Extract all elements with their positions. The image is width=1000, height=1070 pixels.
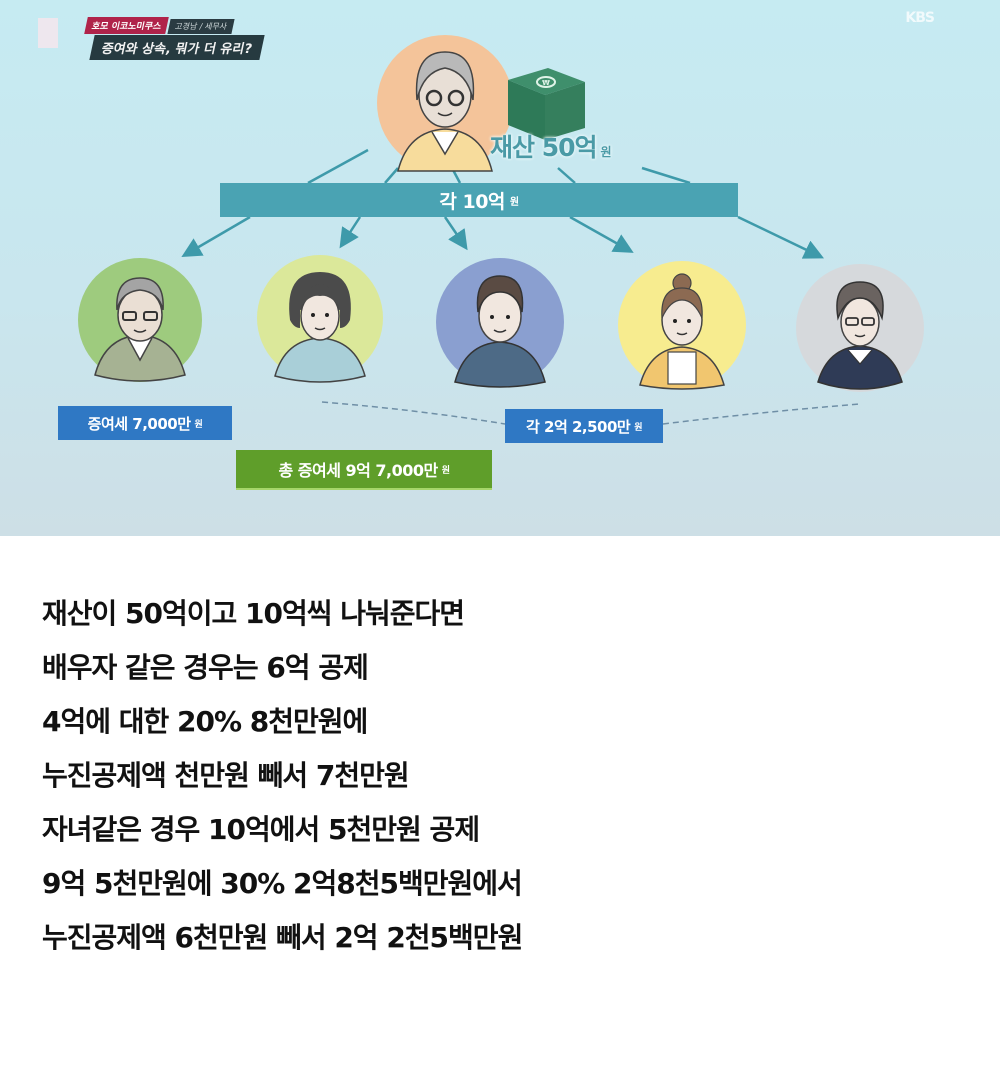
- family-diagram: ₩: [78, 35, 924, 425]
- explanation-text: 재산이 50억이고 10억씩 나눠준다면 배우자 같은 경우는 6억 공제 4억…: [42, 596, 523, 974]
- recipient-avatar-5: [796, 264, 924, 392]
- svg-text:₩: ₩: [542, 79, 550, 87]
- children-bracket: [321, 401, 861, 425]
- explanation-line: 배우자 같은 경우는 6억 공제: [42, 651, 369, 684]
- recipient-avatar-2: [257, 255, 383, 383]
- recipient-avatar-1: [78, 258, 202, 382]
- giver-avatar: [377, 35, 513, 172]
- channel-logo: KBS: [905, 10, 935, 26]
- explanation-line: 자녀같은 경우 10억에서 5천만원 공제: [42, 813, 480, 846]
- broadcast-caption: 호모 이코노미쿠스 고경남 / 세무사 증여와 상속, 뭐가 더 유리?: [38, 14, 265, 60]
- won-banknote-stack-icon: ₩: [508, 68, 585, 140]
- explanation-line: 4억에 대한 20% 8천만원에: [42, 705, 368, 738]
- explanation-line: 재산이 50억이고 10억씩 나눠준다면: [42, 597, 465, 630]
- broadcast-still: 호모 이코노미쿠스 고경남 / 세무사 증여와 상속, 뭐가 더 유리? KBS: [0, 0, 1000, 536]
- explanation-line: 9억 5천만원에 30% 2억8천5백만원에서: [42, 867, 523, 900]
- explanation-line: 누진공제액 6천만원 빼서 2억 2천5백만원: [42, 921, 523, 954]
- explanation-line: 누진공제액 천만원 빼서 7천만원: [42, 759, 410, 792]
- recipient-avatar-4: [618, 261, 746, 390]
- caption-ghost-decoration: [38, 18, 58, 48]
- connector-lines: [181, 148, 825, 259]
- recipient-avatar-3: [436, 258, 564, 388]
